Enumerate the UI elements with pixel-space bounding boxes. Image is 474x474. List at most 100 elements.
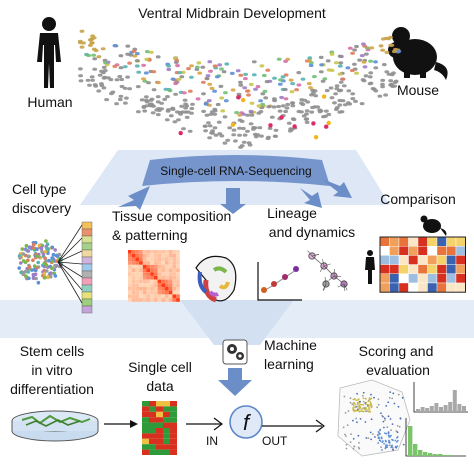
scatter-point (380, 446, 382, 448)
tissue-cell (117, 97, 123, 102)
tissue-cell (272, 99, 277, 103)
expression-cell (170, 433, 177, 439)
scatter-point (388, 436, 390, 438)
histogram-bar (434, 403, 439, 412)
tissue-cell (307, 56, 313, 60)
tissue-cell (143, 71, 149, 75)
tissue-cell (310, 88, 315, 92)
scatter-point (358, 441, 360, 444)
correlation-cell (172, 283, 177, 287)
tissue-cell (384, 50, 390, 55)
tissue-highlight-cell (279, 115, 284, 120)
tissue-cell (285, 102, 291, 107)
tissue-cell (324, 109, 329, 113)
scatter-point (344, 412, 347, 414)
scatter-point (367, 400, 370, 403)
cluster-cell (21, 259, 26, 263)
tissue-cell (367, 75, 373, 79)
scatter-point (371, 433, 374, 435)
histogram-bar (443, 405, 448, 412)
correlation-cell (172, 290, 177, 295)
tissue-cell (323, 114, 328, 118)
histogram-bar (439, 407, 443, 412)
tissue-cell (326, 112, 332, 117)
tissue-cell (245, 129, 250, 133)
expression-cell (142, 449, 149, 455)
tissue-cell (303, 117, 309, 121)
tissue-cell (360, 78, 366, 82)
scatter-point (355, 417, 357, 420)
tissue-cell (118, 54, 124, 58)
tissue-cell (318, 109, 324, 113)
correlation-cell (139, 272, 143, 276)
tissue-cell (238, 73, 244, 77)
expression-cell (156, 449, 163, 455)
ml-down-arrow (218, 368, 252, 396)
tissue-cell (339, 110, 345, 114)
tissue-cell (224, 62, 230, 66)
correlation-cell (172, 298, 177, 302)
correlation-cell (161, 264, 165, 269)
tissue-cell (308, 63, 314, 68)
scatter-point (377, 442, 380, 444)
scatter-point (397, 405, 400, 408)
comparison-cell (427, 264, 438, 275)
tissue-cell (212, 107, 218, 111)
scatter-point (377, 398, 380, 401)
expression-cell (170, 411, 177, 418)
tissue-cell (182, 98, 188, 102)
tissue-cell (155, 55, 161, 59)
tissue-cell (283, 97, 289, 101)
tissue-cell (213, 133, 219, 137)
tissue-cell (334, 106, 340, 110)
tissue-cell (277, 109, 283, 113)
scatter-point (386, 446, 389, 449)
cluster-cell (17, 266, 22, 270)
correlation-cell (153, 272, 158, 276)
tissue-cell (208, 112, 214, 116)
tissue-cell (363, 74, 369, 78)
scatter-point (358, 447, 361, 450)
tissue-cell (396, 49, 402, 54)
correlation-cell (142, 264, 147, 269)
tissue-cell (309, 93, 314, 97)
cluster-cell (31, 272, 36, 277)
scatter-point (369, 431, 372, 434)
expression-cell (170, 406, 177, 412)
tissue-cell (207, 136, 213, 140)
tissue-cell (204, 113, 210, 117)
scatter-point (382, 440, 384, 443)
scatter-point (352, 447, 355, 450)
tissue-cell (364, 52, 369, 56)
correlation-cell (128, 261, 132, 265)
cluster-cell (27, 276, 31, 281)
correlation-cell (128, 283, 132, 287)
expression-cell (149, 411, 156, 418)
cell-type-swatch (81, 263, 93, 272)
scatter-point (353, 409, 356, 412)
correlation-cell (128, 250, 132, 254)
correlation-cell (135, 253, 140, 258)
cluster-cell (39, 246, 44, 250)
expression-cell (163, 401, 170, 407)
correlation-cell (142, 275, 147, 280)
tissue-cell (174, 60, 179, 64)
expression-cell (149, 444, 156, 450)
tissue-highlight-cell (236, 95, 241, 100)
tissue-cell (79, 45, 85, 49)
correlation-cell (135, 290, 140, 295)
correlation-cell (161, 298, 165, 302)
tissue-cell (337, 103, 343, 107)
correlation-cell (153, 250, 158, 254)
scatter-point (351, 403, 354, 405)
tissue-cell (299, 98, 305, 102)
tissue-cell (291, 117, 297, 122)
tissue-cell (265, 136, 271, 141)
expression-cell (149, 406, 156, 412)
expression-cell (163, 417, 170, 423)
scatter-point (366, 403, 369, 406)
scatter-point (377, 433, 379, 436)
tissue-cell (187, 89, 193, 93)
correlation-cell (146, 279, 151, 284)
tissue-cell (100, 47, 106, 51)
